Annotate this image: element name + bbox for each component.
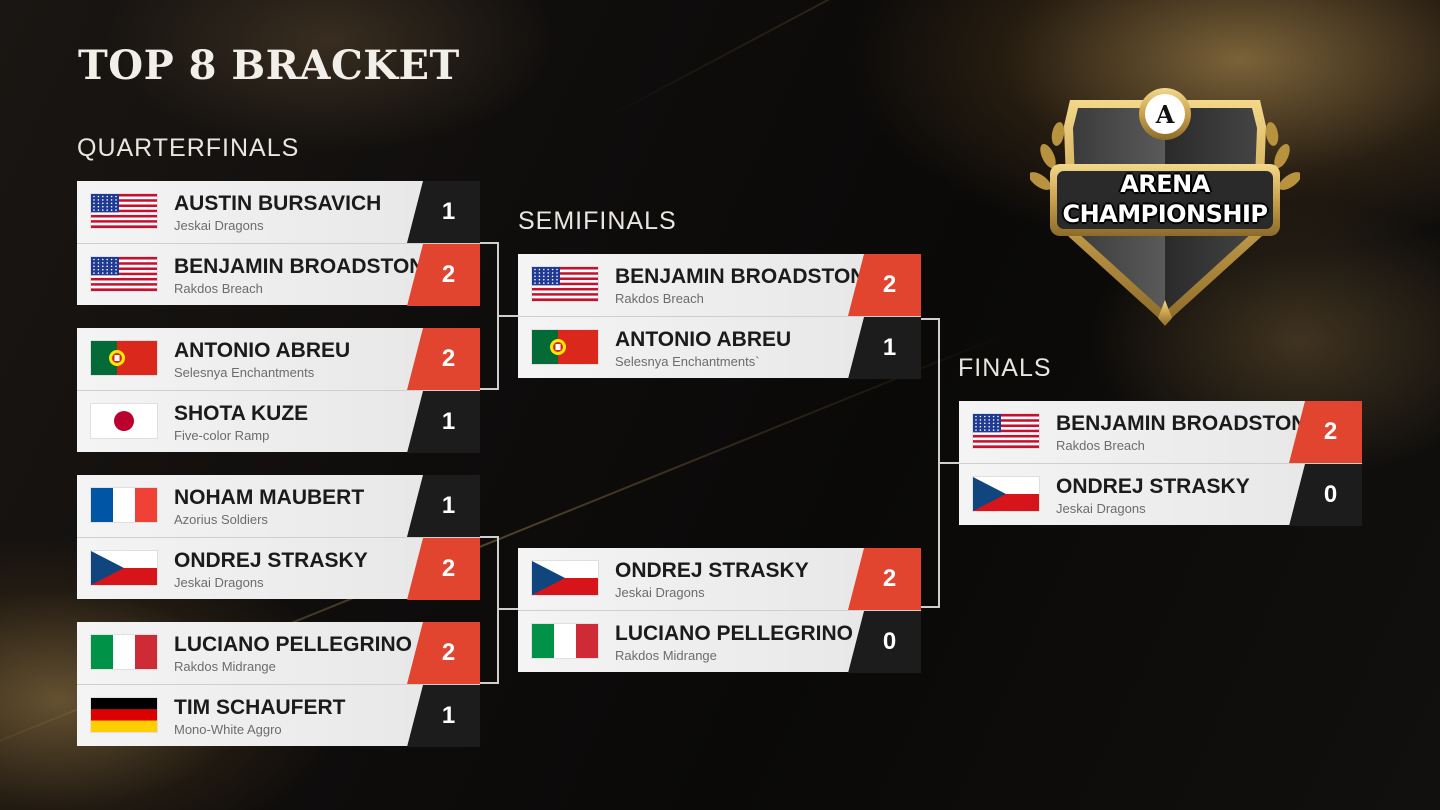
player-name: BENJAMIN BROADSTONE [174, 255, 439, 278]
bracket-connector [480, 536, 499, 684]
score-badge: 1 [407, 181, 480, 243]
player-deck: Selesnya Enchantments [174, 365, 315, 380]
match-card: ANTONIO ABREU Selesnya Enchantments 2 SH… [77, 328, 480, 453]
semifinals-label: SEMIFINALS [518, 207, 677, 235]
score-badge: 2 [848, 548, 921, 610]
logo-text-championship: CHAMPIONSHIP [1062, 200, 1268, 228]
flag-icon [532, 330, 598, 364]
player-name: ANTONIO ABREU [174, 339, 351, 362]
score-badge: 2 [407, 538, 480, 600]
emblem-letter: A [1155, 100, 1175, 129]
flag-icon [532, 561, 598, 595]
match-card: ONDREJ STRASKY Jeskai Dragons 2 LUCIANO … [518, 548, 921, 673]
player-name: ONDREJ STRASKY [174, 549, 368, 572]
finals-label: FINALS [958, 354, 1052, 382]
player-row[interactable]: AUSTIN BURSAVICH Jeskai Dragons 1 [77, 181, 480, 243]
score-badge: 1 [407, 391, 480, 453]
player-deck: Jeskai Dragons [174, 575, 264, 590]
player-deck: Rakdos Breach [1056, 438, 1145, 453]
bracket-connector [499, 608, 518, 610]
player-deck: Jeskai Dragons [174, 218, 264, 233]
match-card: AUSTIN BURSAVICH Jeskai Dragons 1 BENJAM… [77, 181, 480, 306]
quarterfinals-label: QUARTERFINALS [77, 134, 300, 162]
player-row[interactable]: ONDREJ STRASKY Jeskai Dragons 2 [518, 548, 921, 610]
score-badge: 0 [1289, 464, 1362, 526]
player-name: LUCIANO PELLEGRINO [174, 633, 413, 656]
player-deck: Jeskai Dragons [615, 585, 705, 600]
flag-icon [532, 267, 598, 301]
player-name: BENJAMIN BROADSTONE [615, 265, 880, 288]
player-row[interactable]: ONDREJ STRASKY Jeskai Dragons 2 [77, 537, 480, 600]
flag-icon [91, 698, 157, 732]
player-name: ONDREJ STRASKY [1056, 475, 1250, 498]
player-name: ANTONIO ABREU [615, 328, 792, 351]
player-name: SHOTA KUZE [174, 402, 309, 425]
bracket-connector [480, 242, 499, 390]
bracket-connector [921, 318, 940, 608]
flag-icon [973, 414, 1039, 448]
score-badge: 1 [848, 317, 921, 379]
player-deck: Rakdos Breach [174, 281, 263, 296]
player-row[interactable]: ANTONIO ABREU Selesnya Enchantments` 1 [518, 316, 921, 379]
player-name: ONDREJ STRASKY [615, 559, 809, 582]
flag-icon [91, 551, 157, 585]
player-deck: Five-color Ramp [174, 428, 270, 443]
player-name: BENJAMIN BROADSTONE [1056, 412, 1321, 435]
score-badge: 1 [407, 685, 480, 747]
logo-text-arena: ARENA [1120, 170, 1210, 198]
shield-icon: A [1028, 88, 1302, 326]
score-badge: 2 [848, 254, 921, 316]
flag-icon [91, 488, 157, 522]
player-row[interactable]: BENJAMIN BROADSTONE Rakdos Breach 2 [959, 401, 1362, 463]
score-badge: 1 [407, 475, 480, 537]
player-name: AUSTIN BURSAVICH [174, 192, 382, 215]
match-card: NOHAM MAUBERT Azorius Soldiers 1 ONDREJ … [77, 475, 480, 600]
score-badge: 2 [407, 622, 480, 684]
flag-icon [91, 635, 157, 669]
player-deck: Azorius Soldiers [174, 512, 268, 527]
player-deck: Mono-White Aggro [174, 722, 282, 737]
player-name: TIM SCHAUFERT [174, 696, 346, 719]
page-title: TOP 8 BRACKET [78, 42, 460, 89]
flag-icon [91, 404, 157, 438]
player-row[interactable]: ONDREJ STRASKY Jeskai Dragons 0 [959, 463, 1362, 526]
score-badge: 0 [848, 611, 921, 673]
match-card: BENJAMIN BROADSTONE Rakdos Breach 2 ANTO… [518, 254, 921, 379]
score-badge: 2 [1289, 401, 1362, 463]
arena-championship-logo: A ARENA CHAMPIONSHIP [1028, 86, 1302, 330]
player-deck: Rakdos Midrange [615, 648, 717, 663]
player-name: NOHAM MAUBERT [174, 486, 365, 509]
flag-icon [973, 477, 1039, 511]
player-row[interactable]: ANTONIO ABREU Selesnya Enchantments 2 [77, 328, 480, 390]
score-badge: 2 [407, 328, 480, 390]
player-row[interactable]: LUCIANO PELLEGRINO Rakdos Midrange 2 [77, 622, 480, 684]
player-row[interactable]: SHOTA KUZE Five-color Ramp 1 [77, 390, 480, 453]
match-card: BENJAMIN BROADSTONE Rakdos Breach 2 ONDR… [959, 401, 1362, 526]
player-deck: Rakdos Midrange [174, 659, 276, 674]
flag-icon [91, 341, 157, 375]
player-row[interactable]: NOHAM MAUBERT Azorius Soldiers 1 [77, 475, 480, 537]
bracket-connector [940, 462, 959, 464]
player-name: LUCIANO PELLEGRINO [615, 622, 854, 645]
score-badge: 2 [407, 244, 480, 306]
bracket-connector [499, 315, 518, 317]
player-deck: Jeskai Dragons [1056, 501, 1146, 516]
player-row[interactable]: BENJAMIN BROADSTONE Rakdos Breach 2 [77, 243, 480, 306]
player-row[interactable]: LUCIANO PELLEGRINO Rakdos Midrange 0 [518, 610, 921, 673]
match-card: LUCIANO PELLEGRINO Rakdos Midrange 2 TIM… [77, 622, 480, 747]
flag-icon [91, 194, 157, 228]
player-row[interactable]: TIM SCHAUFERT Mono-White Aggro 1 [77, 684, 480, 747]
player-row[interactable]: BENJAMIN BROADSTONE Rakdos Breach 2 [518, 254, 921, 316]
laurel-icon [1028, 122, 1302, 190]
flag-icon [91, 257, 157, 291]
player-deck: Selesnya Enchantments` [615, 354, 760, 369]
flag-icon [532, 624, 598, 658]
player-deck: Rakdos Breach [615, 291, 704, 306]
